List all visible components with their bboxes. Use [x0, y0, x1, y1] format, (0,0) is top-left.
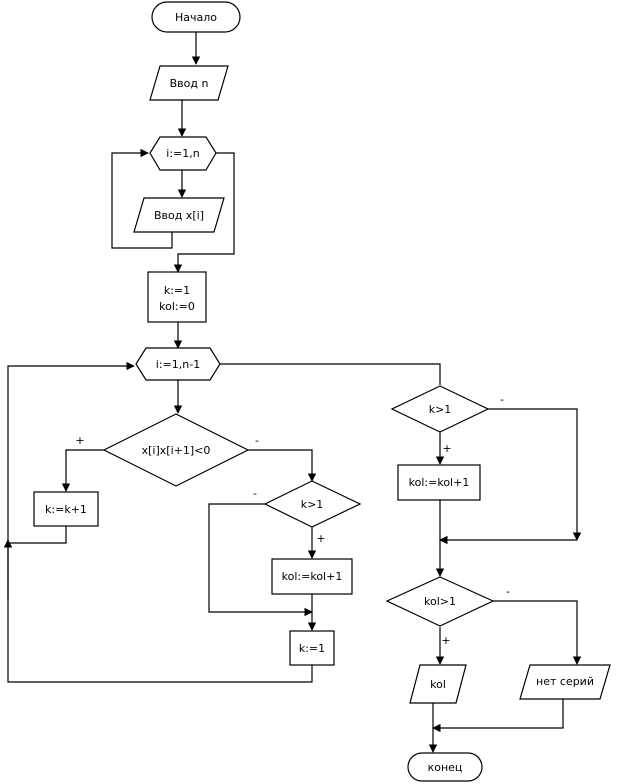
- cond-sign-block: x[i]x[i+1]<0: [102, 413, 250, 487]
- start-label: Начало: [175, 11, 217, 24]
- branch-minus-k-inner: -: [253, 487, 257, 500]
- output-none-label: нет серий: [536, 675, 594, 688]
- input-x-block: Ввод x[i]: [133, 197, 225, 233]
- inc-kol-inner-label: kol:=kol+1: [282, 570, 343, 583]
- input-n-label: Ввод n: [170, 77, 209, 90]
- start-terminal: Начало: [151, 1, 241, 33]
- cond-k-after-block: k>1: [390, 385, 490, 433]
- inc-k-label: k:=k+1: [45, 503, 87, 516]
- branch-plus-k-after: +: [442, 442, 451, 455]
- init-k-label: k:=1: [164, 284, 190, 297]
- cond-k-inner-block: k>1: [263, 480, 362, 528]
- cond-kol-label: kol>1: [424, 595, 456, 608]
- loop1-label: i:=1,n: [166, 147, 199, 160]
- branch-plus-k-inner: +: [316, 532, 325, 545]
- connectors: [3, 32, 582, 753]
- branch-plus-kol: +: [441, 634, 450, 647]
- reset-k-label: k:=1: [299, 642, 325, 655]
- branch-minus-k-after: -: [500, 393, 504, 406]
- input-x-label: Ввод x[i]: [154, 209, 204, 222]
- cond-kol-block: kol>1: [385, 576, 495, 627]
- branch-labels: + - - + - + - +: [75, 393, 510, 647]
- init-kol-label: kol:=0: [159, 300, 195, 313]
- end-terminal: конец: [407, 752, 483, 782]
- inc-kol-after-label: kol:=kol+1: [409, 476, 470, 489]
- output-kol-label: kol: [430, 678, 446, 691]
- input-n-block: Ввод n: [149, 65, 229, 101]
- inc-kol-after-block: kol:=kol+1: [397, 464, 481, 501]
- inc-kol-inner-block: kol:=kol+1: [271, 558, 353, 595]
- reset-k-block: k:=1: [289, 630, 335, 666]
- cond-sign-label: x[i]x[i+1]<0: [142, 444, 211, 457]
- loop2-block: i:=1,n-1: [135, 347, 221, 381]
- loop2-label: i:=1,n-1: [156, 358, 200, 371]
- branch-plus-sign: +: [75, 434, 84, 447]
- branch-minus-kol: -: [506, 585, 510, 598]
- output-kol-block: kol: [409, 664, 467, 704]
- output-none-block: нет серий: [519, 664, 611, 700]
- cond-k-after-label: k>1: [429, 403, 452, 416]
- inc-k-block: k:=k+1: [33, 491, 99, 527]
- cond-k-inner-label: k>1: [301, 498, 324, 511]
- end-label: конец: [428, 761, 463, 774]
- loop1-block: i:=1,n: [149, 136, 217, 171]
- init-block: k:=1 kol:=0: [147, 271, 207, 323]
- branch-minus-sign: -: [255, 434, 259, 447]
